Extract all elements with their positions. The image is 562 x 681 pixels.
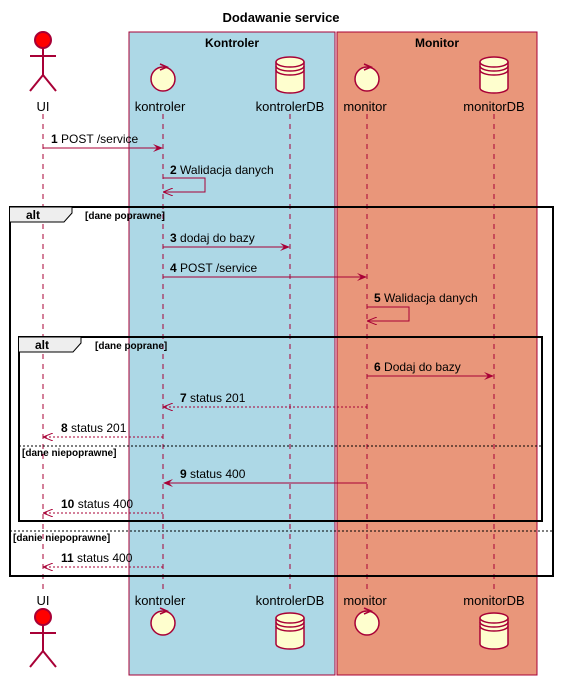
message-label: 4 POST /service <box>170 261 257 275</box>
participant-name-monitor: monitor <box>343 99 387 114</box>
kontroler-box-title: Kontroler <box>205 36 259 50</box>
message-1: 1 POST /service <box>43 132 163 152</box>
message-9: 9 status 400 <box>163 467 367 487</box>
database-monitordb-bottom: monitorDB <box>463 593 525 650</box>
message-2: 2 Walidacja danych <box>163 163 274 192</box>
message-label: 5 Walidacja danych <box>374 291 478 305</box>
control-icon <box>150 63 176 92</box>
outer-alt-frame: alt [dane poprawne] [danie niepoprawne] <box>9 206 554 577</box>
message-7: 7 status 201 <box>164 391 367 407</box>
database-kontrolerdb-top: kontrolerDB <box>256 56 325 114</box>
message-6: 6 Dodaj do bazy <box>367 360 494 380</box>
outer-alt-guard: [dane poprawne] <box>85 211 165 222</box>
participant-name-kontrolerdb: kontrolerDB <box>256 593 325 608</box>
inner-alt-keyword: alt <box>35 338 49 352</box>
database-icon <box>479 56 509 94</box>
control-icon <box>150 607 176 636</box>
actor-icon <box>29 608 57 668</box>
message-3: 3 dodaj do bazy <box>163 231 290 251</box>
message-5: 5 Walidacja danych <box>367 291 478 321</box>
participant-name-kontrolerdb: kontrolerDB <box>256 99 325 114</box>
message-label: 11 status 400 <box>61 551 133 565</box>
database-kontrolerdb-bottom: kontrolerDB <box>256 593 325 650</box>
database-icon <box>479 612 509 650</box>
inner-alt-frame: alt [dane poprane] [dane niepoprawne] <box>18 336 543 522</box>
message-11: 11 status 400 <box>44 551 163 567</box>
message-label: 7 status 201 <box>180 391 246 405</box>
participant-name-monitor: monitor <box>343 593 387 608</box>
message-label: 8 status 201 <box>61 421 127 435</box>
monitor-box-title: Monitor <box>415 36 459 50</box>
control-icon <box>354 607 380 636</box>
message-10: 10 status 400 <box>44 497 163 513</box>
participant-name-kontroler: kontroler <box>135 593 186 608</box>
participant-name-kontroler: kontroler <box>135 99 186 114</box>
message-label: 9 status 400 <box>180 467 246 481</box>
message-label: 2 Walidacja danych <box>170 163 274 177</box>
database-icon <box>275 56 305 94</box>
message-4: 4 POST /service <box>163 261 367 281</box>
monitor-box: Monitor <box>336 31 538 676</box>
control-monitor-bottom: monitor <box>343 593 387 636</box>
participant-name-ui: UI <box>37 99 50 114</box>
kontroler-box: Kontroler <box>128 31 336 676</box>
participant-name-ui: UI <box>37 593 50 608</box>
actor-icon <box>29 31 57 92</box>
outer-alt-else-guard: [danie niepoprawne] <box>13 533 110 544</box>
message-label: 3 dodaj do bazy <box>170 231 255 245</box>
inner-alt-else-guard: [dane niepoprawne] <box>22 448 116 459</box>
inner-alt-guard: [dane poprane] <box>95 341 167 352</box>
participant-name-monitordb: monitorDB <box>463 99 524 114</box>
control-monitor-top: monitor <box>343 63 387 114</box>
participant-name-monitordb: monitorDB <box>463 593 524 608</box>
actor-ui-top: UI <box>29 31 57 114</box>
control-kontroler-bottom: kontroler <box>135 593 186 636</box>
message-label: 10 status 400 <box>61 497 133 511</box>
database-monitordb-top: monitorDB <box>463 56 525 114</box>
message-label: 6 Dodaj do bazy <box>374 360 461 374</box>
diagram-title: Dodawanie service <box>222 10 339 25</box>
message-8: 8 status 201 <box>44 421 163 437</box>
database-icon <box>275 612 305 650</box>
outer-alt-keyword: alt <box>26 208 40 222</box>
actor-ui-bottom: UI <box>29 593 57 668</box>
control-icon <box>354 63 380 92</box>
control-kontroler-top: kontroler <box>135 63 186 114</box>
message-label: 1 POST /service <box>51 132 138 146</box>
